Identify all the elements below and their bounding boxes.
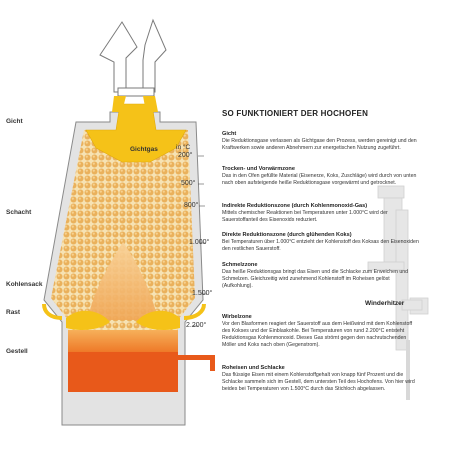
gas-label: Gichtgas (130, 146, 158, 153)
temperature-ticks (192, 155, 207, 327)
section-heading: Wirbelzone (222, 314, 252, 320)
raceway-flames (66, 310, 180, 330)
section-gicht: Gicht Die Reduktionsgase verlassen als G… (222, 131, 420, 152)
section-indirekte-reduktion: Indirekte Reduktionszone (durch Kohlenmo… (222, 203, 420, 224)
tuyeres (42, 303, 206, 320)
section-text: Die Reduktionsgase verlassen als Gichtga… (222, 138, 417, 152)
section-trocken-vorwaermzone: Trocken- und Vorwärmzone Das in den Ofen… (222, 166, 420, 187)
charging-hopper (99, 18, 167, 97)
winderhitzer-label: Winderhitzer (365, 300, 405, 307)
temperature-800: 800° (184, 202, 199, 209)
page-title: SO FUNKTIONIERT DER HOCHOFEN (222, 109, 369, 118)
zone-label-kohlensack: Kohlensack (6, 281, 43, 288)
section-heading: Schmelzzone (222, 262, 258, 268)
hearth-iron (68, 352, 178, 392)
gas-uptake-left (112, 96, 126, 112)
zone-label-schacht: Schacht (6, 209, 32, 216)
section-heading: Roheisen und Schlacke (222, 365, 285, 371)
section-heading: Indirekte Reduktionszone (durch Kohlenmo… (222, 203, 368, 209)
taphole (178, 355, 215, 371)
cohesive-zone (88, 242, 158, 320)
temperature-unit: in °C (176, 144, 191, 151)
zone-label-gicht: Gicht (6, 118, 23, 125)
temperature-1500: 1.500° (192, 290, 213, 297)
furnace-burden (51, 130, 195, 350)
section-text: Das flüssige Eisen mit einem Kohlenstoff… (222, 372, 415, 393)
temperature-200: 200° (178, 152, 193, 159)
section-heading: Gicht (222, 131, 237, 137)
gas-flow (85, 103, 187, 163)
section-heading: Trocken- und Vorwärmzone (222, 166, 295, 172)
gas-uptake-right (143, 96, 158, 112)
section-text: Vor den Blasformen reagiert der Sauersto… (222, 321, 413, 349)
temperature-500: 500° (181, 180, 196, 187)
section-text: Mittels chemischer Reaktionen bei Temper… (222, 210, 388, 224)
section-direkte-reduktion: Direkte Reduktionszone (durch glühenden … (222, 232, 420, 253)
zone-label-gestell: Gestell (6, 348, 28, 355)
section-text: Bei Temperaturen über 1.000°C entzieht d… (222, 239, 419, 253)
section-wirbelzone: Wirbelzone Vor den Blasformen reagiert d… (222, 314, 420, 349)
section-text: Das in den Ofen gefüllte Material (Eisen… (222, 173, 417, 187)
section-text: Das heiße Reduktionsgas bringt das Eisen… (222, 269, 408, 290)
section-heading: Direkte Reduktionszone (durch glühenden … (222, 232, 352, 238)
zone-label-rast: Rast (6, 309, 21, 316)
temperature-1000: 1.000° (189, 239, 210, 246)
hot-stove (367, 185, 429, 400)
section-roheisen-schlacke: Roheisen und Schlacke Das flüssige Eisen… (222, 365, 420, 393)
section-schmelzzone: Schmelzzone Das heiße Reduktionsgas brin… (222, 262, 420, 290)
temperature-2200: 2.200° (186, 322, 207, 329)
